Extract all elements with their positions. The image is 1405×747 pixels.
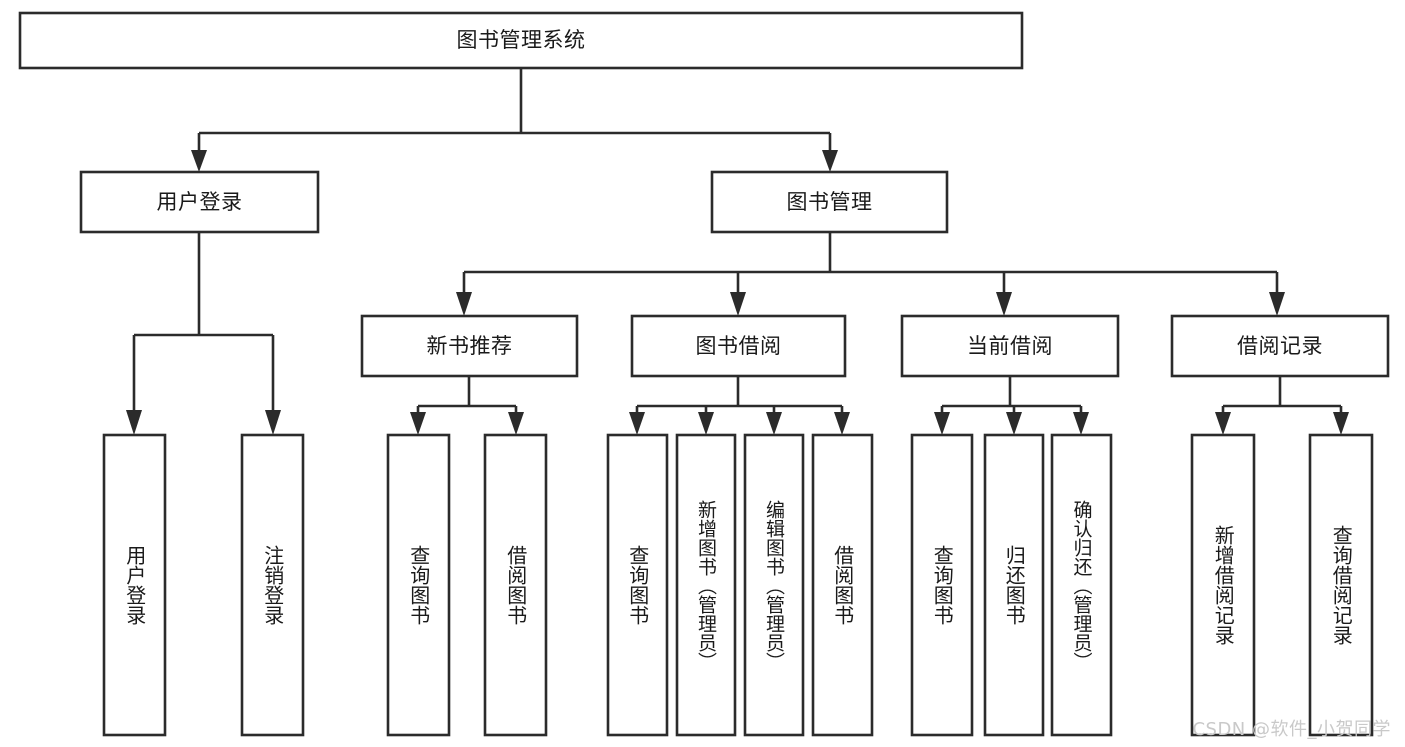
node-box-leaf[interactable] (386, 433, 451, 737)
node-label-leaf: 编辑图书（管理员） (763, 499, 786, 671)
arrow-head-icon (834, 412, 850, 435)
node-box-leaf[interactable] (483, 433, 548, 737)
node-label-leaf: 借阅图书 (830, 545, 855, 625)
node-box-leaf[interactable] (240, 433, 305, 737)
node-box-current-borrow[interactable] (900, 314, 1120, 378)
node-box-leaf[interactable] (1190, 433, 1256, 737)
arrow-head-icon (265, 410, 281, 435)
node-box-new-book-recommend[interactable] (360, 314, 579, 378)
node-label-leaf: 查询图书 (930, 545, 955, 625)
node-label-current-borrow: 当前借阅 (967, 333, 1053, 358)
node-box-leaf[interactable] (1308, 433, 1374, 737)
arrow-head-icon (730, 292, 746, 316)
node-label-leaf: 新增图书（管理员） (695, 499, 718, 671)
node-box-leaf[interactable] (910, 433, 974, 737)
arrow-head-icon (629, 412, 645, 435)
arrow-head-icon (126, 410, 142, 435)
node-box-leaf[interactable] (606, 433, 669, 737)
node-label-leaf: 查询图书 (406, 545, 431, 625)
node-box-leaf[interactable] (102, 433, 167, 737)
arrow-head-icon (508, 412, 524, 435)
node-label-leaf: 借阅图书 (503, 545, 528, 625)
node-label-leaf: 新增借阅记录 (1211, 525, 1236, 645)
arrow-head-icon (1333, 412, 1349, 435)
node-box-leaf[interactable] (983, 433, 1045, 737)
node-box-leaf[interactable] (1050, 433, 1113, 737)
arrow-head-icon (1215, 412, 1231, 435)
node-box-root[interactable] (18, 11, 1024, 70)
node-label-leaf: 归还图书 (1002, 545, 1027, 625)
arrow-head-icon (1073, 412, 1089, 435)
node-label-leaf: 注销登录 (260, 545, 285, 625)
node-label-new-book-recommend: 新书推荐 (426, 333, 513, 358)
node-label-leaf: 确认归还（管理员） (1070, 499, 1093, 671)
node-label-book-borrow: 图书借阅 (695, 333, 782, 358)
node-box-user-login[interactable] (79, 170, 320, 234)
node-label-leaf: 查询图书 (625, 545, 650, 625)
arrow-head-icon (1006, 412, 1022, 435)
arrow-head-icon (1269, 292, 1285, 316)
arrow-head-icon (698, 412, 714, 435)
arrow-head-icon (822, 150, 838, 172)
node-label-book-management: 图书管理 (786, 189, 873, 214)
node-label-user-login: 用户登录 (156, 189, 243, 214)
node-label-borrow-record: 借阅记录 (1237, 333, 1323, 358)
node-box-leaf[interactable] (675, 433, 737, 737)
arrow-head-icon (996, 292, 1012, 316)
arrow-head-icon (766, 412, 782, 435)
arrow-head-icon (191, 150, 207, 172)
arrow-head-icon (934, 412, 950, 435)
node-label-root: 图书管理系统 (456, 28, 586, 53)
arrow-head-icon (456, 292, 472, 316)
watermark-text: CSDN @软件_小贺同学 (1192, 719, 1391, 740)
node-label-leaf: 用户登录 (122, 545, 147, 625)
node-box-leaf[interactable] (811, 433, 874, 737)
arrow-head-icon (410, 412, 426, 435)
node-label-leaf: 查询借阅记录 (1329, 525, 1354, 645)
